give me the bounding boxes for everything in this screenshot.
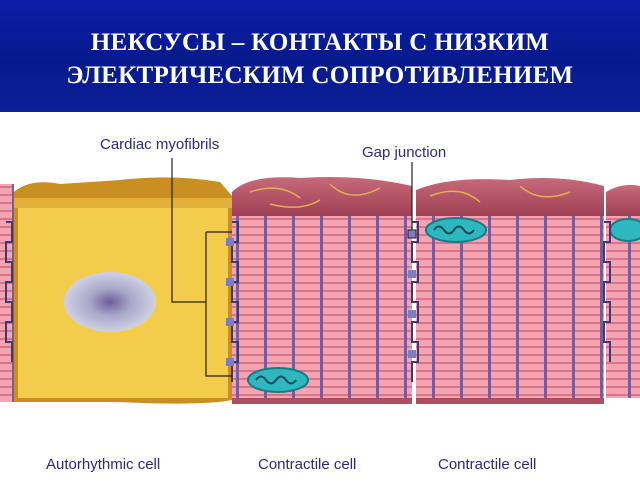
label-autorhythmic-cell: Autorhythmic cell [46, 456, 161, 473]
label-contractile-cell-2: Contractile cell [438, 456, 537, 473]
label-gap-junction: Gap junction [362, 144, 447, 161]
cardiac-cells-diagram: Cardiac myofibrils Gap junction Autorhyt… [0, 112, 640, 480]
partial-cell-right [606, 184, 640, 398]
contractile-cell-1 [232, 177, 412, 404]
nucleus [64, 272, 156, 332]
leader-lines [171, 158, 413, 377]
label-cardiac-myofibrils: Cardiac myofibrils [100, 136, 220, 153]
label-contractile-cell-1: Contractile cell [258, 456, 357, 473]
title-line-2: ЭЛЕКТРИЧЕСКИМ СОПРОТИВЛЕНИЕМ [66, 62, 574, 89]
autorhythmic-cell [14, 177, 232, 404]
mitochondrion [425, 217, 487, 243]
title-banner: НЕКСУСЫ – КОНТАКТЫ С НИЗКИМ ЭЛЕКТРИЧЕСКИ… [0, 0, 640, 112]
junction-markers [226, 229, 417, 366]
cardiac-cells-illustration [0, 158, 640, 404]
intercalated-discs [5, 221, 611, 382]
title-line-1: НЕКСУСЫ – КОНТАКТЫ С НИЗКИМ [90, 29, 550, 56]
mitochondrion [247, 367, 309, 393]
contractile-cell-2 [416, 178, 604, 404]
